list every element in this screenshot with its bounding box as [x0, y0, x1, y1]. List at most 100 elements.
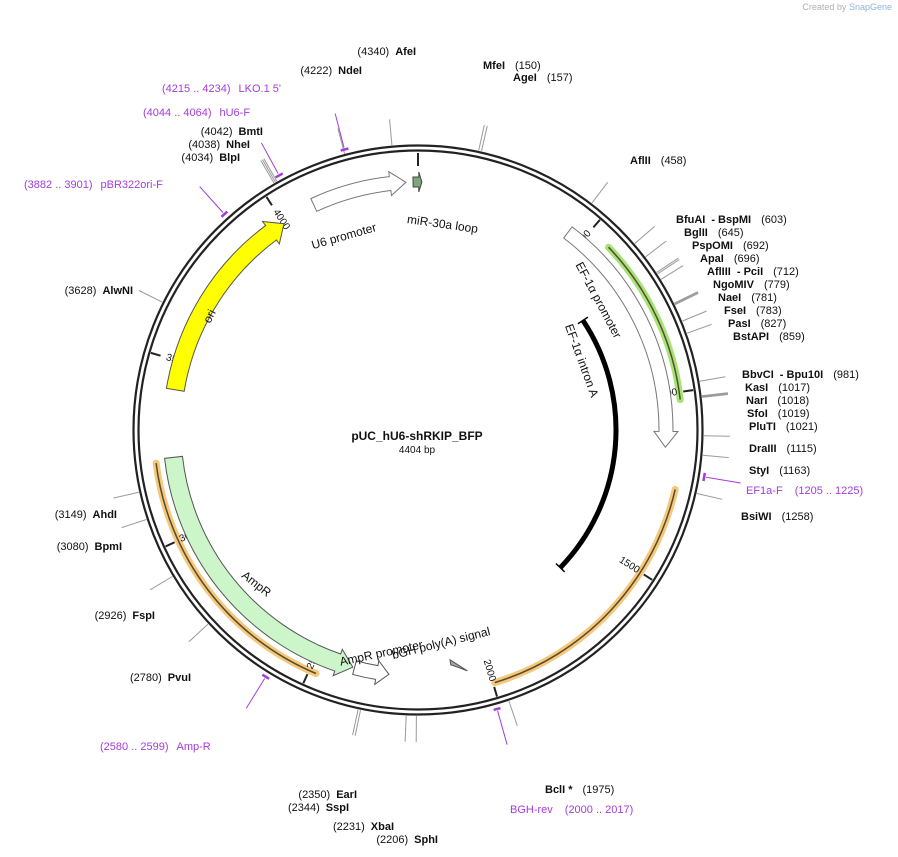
restriction-site-label: PspOMI(692) — [692, 240, 769, 252]
primer-mark — [261, 673, 270, 680]
restriction-site-label: (4034)BlpI — [181, 152, 240, 164]
restriction-site-label: AgeI(157) — [513, 72, 573, 84]
restriction-site-label: FseI(783) — [724, 305, 782, 317]
site-leader-line — [657, 259, 680, 275]
site-enzyme: BmtI — [239, 126, 263, 138]
restriction-site-label: (2350)EarI — [298, 789, 357, 801]
plasmid-name: pUC_hU6-shRKIP_BFP — [351, 429, 482, 443]
site-enzyme: XbaI — [371, 821, 394, 833]
site-enzyme: NdeI — [338, 65, 362, 77]
primer-name: LKO.1 5' — [239, 83, 281, 95]
site-position: (150) — [515, 60, 541, 72]
restriction-site-label: MfeI(150) — [483, 60, 541, 72]
feature-label: miR-30a loop — [406, 212, 479, 236]
site-leader-line — [702, 394, 729, 398]
tick-label: 2000 — [481, 658, 498, 683]
feature-label: ori — [200, 307, 219, 325]
site-position: (1019) — [778, 408, 810, 420]
backbone-outer — [132, 144, 704, 716]
restriction-site-label: BbvCI- Bpu10I(981) — [742, 369, 859, 381]
site-leader-line — [674, 291, 698, 304]
feature-mir30a-loop — [412, 171, 423, 193]
feature-ampr-promoter — [352, 659, 390, 686]
restriction-site-label: (4038)NheI — [188, 139, 250, 151]
tick-mark — [150, 351, 161, 357]
site-enzyme: AflII — [630, 155, 651, 167]
site-position: (696) — [734, 253, 760, 265]
site-enzyme: BclI * — [545, 784, 573, 796]
tick-mark — [592, 219, 601, 228]
site-enzyme: PasI — [728, 318, 751, 330]
site-leader-line — [354, 710, 361, 736]
feature-ef1a-promoter — [562, 226, 680, 449]
primer-name: EF1a-F — [746, 485, 783, 497]
site-enzyme: AflIII — [707, 266, 731, 278]
plasmid-length: 4404 bp — [399, 445, 436, 456]
primer-name: hU6-F — [220, 107, 251, 119]
tick-mark — [643, 573, 653, 581]
intron-end — [577, 316, 589, 325]
site-leader-line — [703, 435, 730, 437]
site-position: (781) — [751, 292, 777, 304]
primer-leader — [497, 710, 508, 745]
restriction-site-label: BstAPI(859) — [733, 331, 805, 343]
restriction-site-label: NgoMIV(779) — [713, 279, 790, 291]
primer-name: pBR322ori-F — [101, 179, 164, 191]
site-enzyme: BbvCI — [742, 369, 774, 381]
credit-prefix: Created by — [802, 2, 847, 12]
site-position: (2350) — [298, 789, 330, 801]
site-position: (2344) — [288, 802, 320, 814]
site-enzyme: AhdI — [93, 509, 117, 521]
primer-leader — [706, 476, 741, 484]
primer-mark — [702, 472, 707, 482]
site-enzyme-extra: - Bpu10I — [780, 369, 823, 381]
feature-ori — [165, 220, 285, 392]
site-enzyme: FspI — [132, 610, 155, 622]
site-leader-line — [701, 393, 728, 398]
site-enzyme: DraIII — [749, 443, 777, 455]
restriction-site-layer: MfeI(150)AgeI(157)AflII(458)BfuAI- BspMI… — [55, 46, 859, 846]
site-leader-line — [478, 124, 485, 151]
primer-label: EF1a-F (1205 .. 1225) — [746, 485, 863, 497]
site-position: (603) — [761, 214, 787, 226]
feature-u6-promoter — [310, 170, 407, 212]
primer-leader — [245, 678, 266, 709]
restriction-site-label: (2231)XbaI — [333, 821, 394, 833]
site-position: (2780) — [130, 672, 162, 684]
primer-label: (4215 .. 4234)LKO.1 5' — [162, 83, 281, 95]
primer-range: (2580 .. 2599) — [100, 741, 169, 753]
restriction-site-label: (2780)PvuI — [130, 672, 191, 684]
restriction-site-label: PluTI(1021) — [749, 421, 818, 433]
site-position: (3628) — [65, 285, 97, 297]
site-enzyme: BfuAI — [676, 214, 705, 226]
site-leader-line — [263, 158, 278, 182]
site-enzyme: BlpI — [219, 152, 240, 164]
site-position: (3080) — [57, 541, 89, 553]
feature-highlight-layer — [152, 243, 684, 687]
site-enzyme: SphI — [414, 834, 438, 846]
restriction-site-label: (3080)BpmI — [57, 541, 122, 553]
restriction-site-label: PasI(827) — [728, 318, 786, 330]
site-position: (2206) — [376, 834, 408, 846]
backbone-inner — [137, 149, 699, 711]
plasmid-backbone — [132, 144, 704, 716]
restriction-site-label: (2344)SspI — [288, 802, 349, 814]
orf-line — [607, 246, 681, 400]
site-leader-line — [261, 159, 276, 183]
site-leader-line — [121, 519, 147, 529]
site-leader-line — [389, 119, 393, 146]
restriction-site-label: (3149)AhdI — [55, 509, 117, 521]
tick-mark — [265, 196, 273, 206]
site-position: (783) — [756, 305, 782, 317]
credit-brand: SnapGene — [848, 2, 892, 12]
site-enzyme: PspOMI — [692, 240, 733, 252]
primer-range: (3882 .. 3901) — [24, 179, 93, 191]
site-leader-line — [188, 623, 209, 643]
site-enzyme: NarI — [746, 395, 767, 407]
site-leader-line — [682, 310, 707, 322]
primer-range: (4044 .. 4064) — [143, 107, 212, 119]
primer-range: (1205 .. 1225) — [795, 485, 864, 497]
site-position: (4340) — [357, 46, 389, 58]
restriction-site-label: KasI(1017) — [745, 382, 810, 394]
